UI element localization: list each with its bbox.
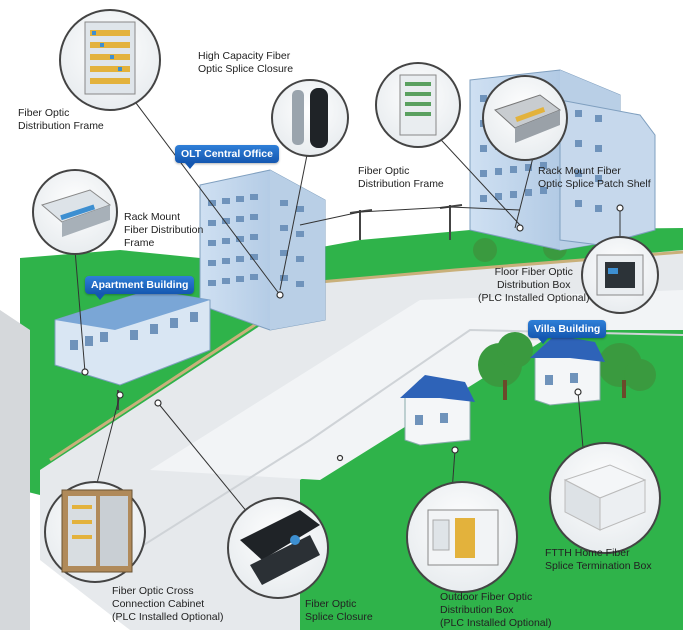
bubble-rack-fdf [32, 169, 118, 255]
bubble-odf-left [59, 9, 161, 111]
bubble-cross-cabinet [44, 481, 146, 583]
bubble-ftth-box [549, 442, 661, 554]
bubble-hc-closure [271, 79, 349, 157]
bubble-odf-center [375, 62, 461, 148]
badge-apartment-building: Apartment Building [85, 276, 195, 300]
bubble-outdoor-box [406, 481, 518, 593]
apartment-building [54, 289, 211, 386]
house-left [400, 375, 475, 446]
olt-building [199, 169, 326, 331]
bubble-rack-patch-shelf [482, 75, 568, 161]
badge-villa-building: Villa Building [528, 320, 607, 344]
house-right [530, 335, 605, 406]
utility-poles [117, 204, 463, 410]
bubble-floor-box [581, 236, 659, 314]
connection-dots [81, 204, 624, 462]
badge-olt-central-office: OLT Central Office [175, 145, 279, 169]
bubble-splice-closure [227, 497, 329, 599]
aerial-cable [299, 206, 521, 226]
